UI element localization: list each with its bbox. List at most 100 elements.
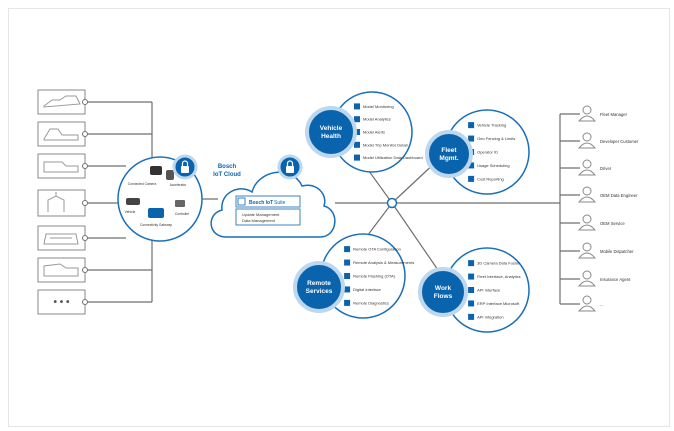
hub-item-label: Digital Interface	[353, 287, 382, 292]
hub-title-line: Vehicle	[320, 125, 343, 132]
role-label: Driver	[600, 166, 612, 171]
suite-name-bold: Bosch IoT	[249, 200, 273, 206]
hub-item-icon	[344, 246, 351, 253]
user-icon	[577, 186, 597, 203]
cloud-label-line2: IoT Cloud	[213, 172, 241, 178]
suite-box	[235, 195, 301, 208]
hub-item-icon	[468, 175, 475, 182]
hub-item-label: Remote Analysis & Measurements	[353, 260, 414, 265]
user-icon	[577, 270, 597, 287]
hub-item-label: Model Analytics	[363, 117, 391, 122]
role-label: Insurance Agent	[600, 277, 631, 282]
hub-item-icon	[344, 286, 351, 293]
gateway-label-accelerator: Accelerator	[170, 183, 188, 187]
role-item: Developer Customer	[577, 132, 639, 149]
device-gateway-icon	[148, 208, 164, 218]
hub-item-icon	[354, 103, 360, 110]
device-unit-3	[37, 153, 88, 179]
hub-item-label: Model Monitoring	[363, 104, 394, 109]
role-item: OEM Data Engineer	[577, 186, 638, 203]
user-icon	[577, 242, 597, 259]
hub-item-icon	[468, 162, 475, 169]
device-unit-4	[37, 189, 88, 217]
user-icon	[577, 214, 597, 231]
suite-icon	[237, 197, 246, 206]
hub-item-label: Fleet Interface, Analytics	[477, 274, 521, 279]
device-vehicle-icon	[126, 198, 140, 205]
gateway-label-controller: Controller	[175, 212, 190, 216]
hub-title-line: Fleet	[441, 147, 457, 154]
device-unit-1	[37, 89, 88, 115]
hub-item-icon	[468, 287, 475, 293]
hub-title-line: Health	[321, 133, 341, 140]
hub-title-circle	[418, 267, 468, 317]
hub-item-icon	[468, 273, 475, 280]
hub-item-icon	[344, 259, 351, 266]
hub-item-label: API Interface	[477, 288, 501, 293]
role-item: Insurance Agent	[577, 270, 631, 287]
role-item: OEM Service	[577, 214, 625, 231]
hub-item-label: Geo Fencing & Limits	[477, 136, 515, 141]
user-icon	[577, 105, 597, 122]
role-item: ...	[577, 295, 604, 312]
bosch-iot-cloud: Bosch IoT Cloud Bosch IoT Suite Update M…	[210, 154, 336, 238]
central-hub-node	[386, 197, 398, 209]
role-label: Fleet Manager	[600, 112, 628, 117]
device-unit-more: • • •	[37, 289, 88, 315]
device-controller-icon	[175, 200, 185, 207]
hub-item-icon	[468, 122, 475, 129]
hub-item-label: Operator ID	[477, 150, 498, 155]
device-unit-5	[37, 225, 88, 251]
hub-item-icon	[354, 116, 360, 123]
hub-item-label: Usage Scheduling	[477, 163, 509, 168]
cloud-features-box	[235, 208, 301, 226]
gateway-node: Connected Camera Accelerator Vehicle Con…	[117, 154, 203, 242]
role-item: Fleet Manager	[577, 105, 628, 122]
role-label: OEM Service	[600, 221, 625, 226]
device-accelerator-icon	[166, 170, 174, 180]
gateway-label-camera: Connected Camera	[128, 182, 157, 186]
hub-item-label: 3D Camera Data Fusion	[477, 261, 520, 266]
hub-item-icon	[468, 135, 475, 142]
role-item: Driver	[577, 159, 612, 176]
gateway-label-connectivity: Connectivity Gateway	[140, 223, 172, 227]
hub-title-circle	[293, 261, 345, 313]
hub-item-label: Model Utilization Data Dashboard	[363, 155, 423, 160]
user-icon	[577, 295, 597, 312]
role-item: Mobile Dispatcher	[577, 242, 634, 259]
suite-name-light: Suite	[274, 200, 286, 206]
hub-item-icon	[468, 260, 475, 267]
hub-item-icon	[354, 141, 360, 148]
hub-item-label: API Integration	[477, 314, 503, 319]
hub-item-label: Remote Diagnostics	[353, 300, 389, 305]
hub-item-label: Model Trip Monitor Detail	[363, 142, 408, 147]
hub-item-icon	[354, 154, 360, 161]
lock-icon	[181, 166, 189, 173]
hub-item-icon	[468, 300, 475, 307]
role-label: Mobile Dispatcher	[600, 249, 634, 254]
cloud-feature-data: Data Management	[242, 218, 276, 223]
hub-item-label: ERP Interface Microsoft	[477, 301, 520, 306]
hub-item-icon	[468, 313, 475, 320]
hub-item-icon	[344, 273, 351, 279]
hub-item-icon	[344, 299, 351, 306]
lock-icon	[286, 166, 294, 173]
hub-item-label: Model Alerts	[363, 130, 385, 135]
role-label: ...	[600, 302, 604, 307]
gateway-label-vehicle: Vehicle	[125, 210, 136, 214]
device-more-label: • • •	[53, 297, 70, 308]
hub-item-label: Vehicle Tracking	[477, 123, 506, 128]
role-label: Developer Customer	[600, 139, 639, 144]
hub-title-line: Remote	[307, 280, 331, 287]
hub-title-circle	[305, 106, 357, 158]
device-camera-icon	[150, 166, 162, 175]
hub-title-line: Work	[435, 285, 452, 292]
hub-title-line: Services	[306, 288, 333, 295]
device-unit-2	[37, 121, 88, 147]
hub-item-label: Remote Flashing (OTA)	[353, 274, 396, 279]
